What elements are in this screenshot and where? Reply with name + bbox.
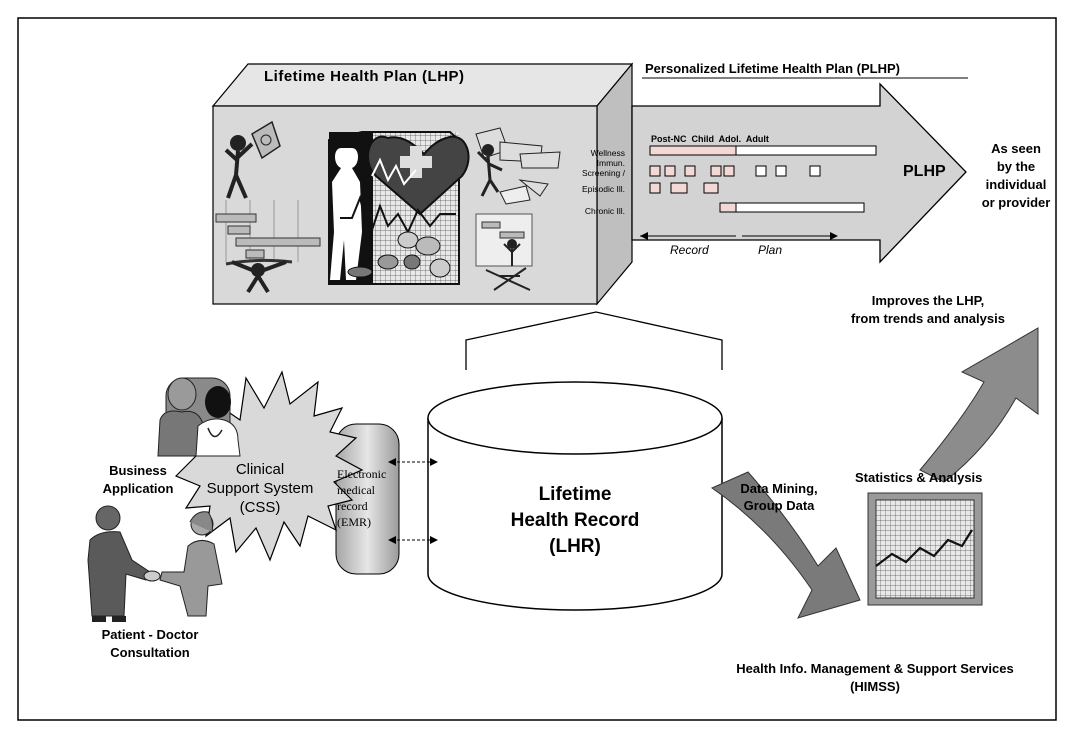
immun-cell [684, 165, 696, 177]
css-label: Clinical Support System (CSS) [206, 461, 314, 516]
record-label: Record [670, 243, 709, 257]
lhr-cylinder [427, 381, 723, 611]
improves-arrow [919, 327, 1039, 483]
doctors-clipart [157, 377, 241, 457]
row-label-screening: Screening / [582, 168, 626, 178]
plan-label: Plan [758, 243, 783, 257]
timeline-bars-clipart [215, 200, 321, 294]
data-mining-arrow [710, 471, 861, 619]
row-label-immun: Immun. [597, 158, 625, 168]
stage-labels: Post-NC Child Adol. Adult [651, 134, 769, 144]
heart-body-clipart [328, 131, 470, 285]
immun-cell [723, 165, 735, 177]
plhp-title: Personalized Lifetime Health Plan (PLHP) [645, 61, 900, 76]
immun-cell [649, 165, 661, 177]
row-label-chronic: Chronic Ill. [585, 206, 625, 216]
statistics-label: Statistics & Analysis [855, 470, 983, 485]
episodic-cell [703, 182, 719, 194]
wellness-record-fill [649, 145, 737, 156]
lhp-title: Lifetime Health Plan (LHP) [264, 68, 465, 85]
patient-doctor-label: Patient - Doctor Consultation [101, 627, 199, 660]
as-seen-label: As seen by the individual or provider [981, 141, 1051, 210]
emr-lhr-arrows [388, 458, 438, 544]
wellness-clipart [224, 120, 281, 199]
chronic-bar [719, 202, 865, 213]
episodic-clipart [475, 213, 533, 291]
data-mining-label: Data Mining, Group Data [740, 481, 818, 513]
outer-border [17, 17, 1057, 721]
box-to-lhr-connector [465, 311, 723, 370]
record-plan-arrows [640, 232, 838, 240]
row-label-episodic: Episodic Ill. [582, 184, 625, 194]
immun-cell [710, 165, 722, 177]
chronic-record-fill [719, 202, 737, 213]
plhp-timeline [649, 145, 877, 213]
himss-chart [867, 492, 983, 606]
business-application-label: Business Application [102, 463, 174, 496]
immun-cell [775, 165, 787, 177]
plhp-arrow [631, 82, 967, 264]
improves-label: Improves the LHP, from trends and analys… [851, 293, 1005, 326]
immun-cell [664, 165, 676, 177]
episodic-cell [670, 182, 688, 194]
immun-cell [755, 165, 767, 177]
lhr-label: Lifetime Health Record (LHR) [510, 484, 640, 557]
screening-clipart [475, 127, 561, 205]
himss-label: Health Info. Management & Support Servic… [736, 661, 1014, 694]
plhp-arrow-label: PLHP [903, 163, 946, 180]
immun-cell [809, 165, 821, 177]
emr-label: Electronic medical record (EMR) [337, 467, 387, 529]
row-label-wellness: Wellness [591, 148, 625, 158]
patient-doctor-clipart [87, 505, 223, 622]
episodic-cell [649, 182, 661, 194]
